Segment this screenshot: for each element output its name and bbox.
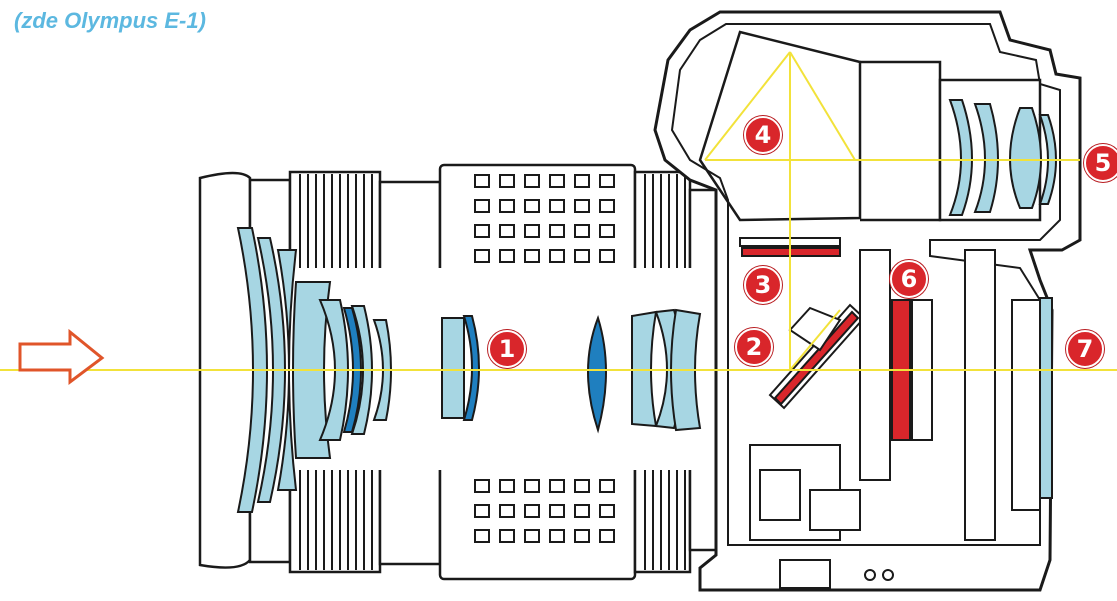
optical-paths — [0, 51, 1117, 371]
sensor-assembly — [859, 249, 996, 541]
marker-1: 1 — [488, 330, 526, 368]
marker-7: 7 — [1066, 330, 1104, 368]
marker-3: 3 — [744, 266, 782, 304]
marker-4: 4 — [744, 116, 782, 154]
rear-lcd — [1011, 297, 1053, 511]
lens-elements — [236, 227, 702, 513]
marker-6: 6 — [890, 260, 928, 298]
marker-2: 2 — [735, 328, 773, 366]
arrow-right-icon — [18, 328, 105, 385]
marker-5: 5 — [1084, 144, 1117, 182]
zoom-ring-grip — [474, 174, 615, 543]
lower-electronics — [749, 444, 894, 589]
eyepiece-lenses — [948, 99, 1057, 216]
diagram-caption: (zde Olympus E-1) — [14, 8, 206, 33]
